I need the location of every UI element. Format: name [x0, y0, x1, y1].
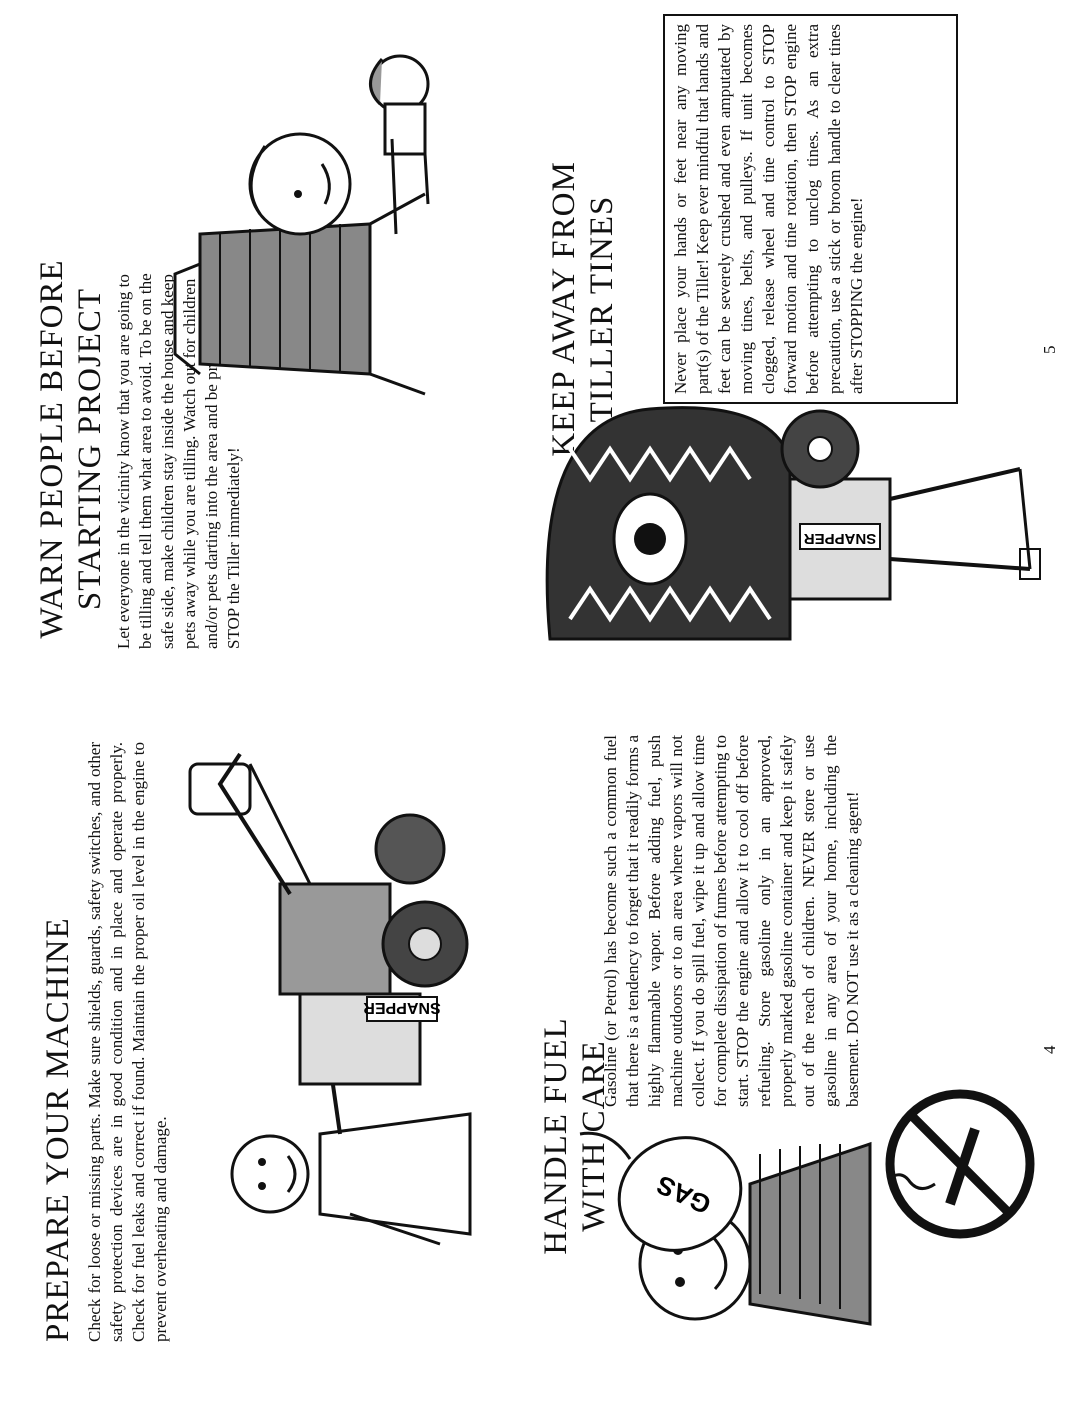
- keep-away-heading-line2: TILLER TINES: [584, 195, 620, 423]
- handle-fuel-heading-line1: HANDLE FUEL: [538, 1017, 574, 1255]
- keep-away-text: Never place your hands or feet near any …: [671, 24, 866, 394]
- page-number-5: 5: [1040, 345, 1059, 355]
- operator-tiller-illustration: SNAPPER: [188, 752, 472, 1246]
- prepare-machine-text: Check for loose or missing parts. Make s…: [85, 742, 170, 1342]
- page-number-4: 4: [1040, 1045, 1059, 1055]
- warn-people-heading: WARN PEOPLE BEFORE STARTING PROJECT: [33, 249, 109, 649]
- parent-child-illustration: [173, 54, 430, 396]
- keep-away-text-box: Never place your hands or feet near any …: [663, 14, 958, 404]
- prepare-machine-heading: PREPARE YOUR MACHINE: [40, 917, 76, 1342]
- warn-people-heading-line2: STARTING PROJECT: [72, 287, 108, 611]
- handle-fuel-text: Gasoline (or Petrol) has become such a c…: [601, 735, 862, 1107]
- no-smoking-icon: [885, 1089, 1035, 1239]
- tiller-brand-label-right: SNAPPER: [804, 530, 877, 547]
- warn-people-heading-line1: WARN PEOPLE BEFORE: [34, 259, 70, 639]
- gas-can-man-illustration: GAS: [579, 1131, 872, 1326]
- tiller-brand-label: SNAPPER: [363, 999, 441, 1016]
- shark-tiller-illustration: SNAPPER: [545, 406, 1041, 641]
